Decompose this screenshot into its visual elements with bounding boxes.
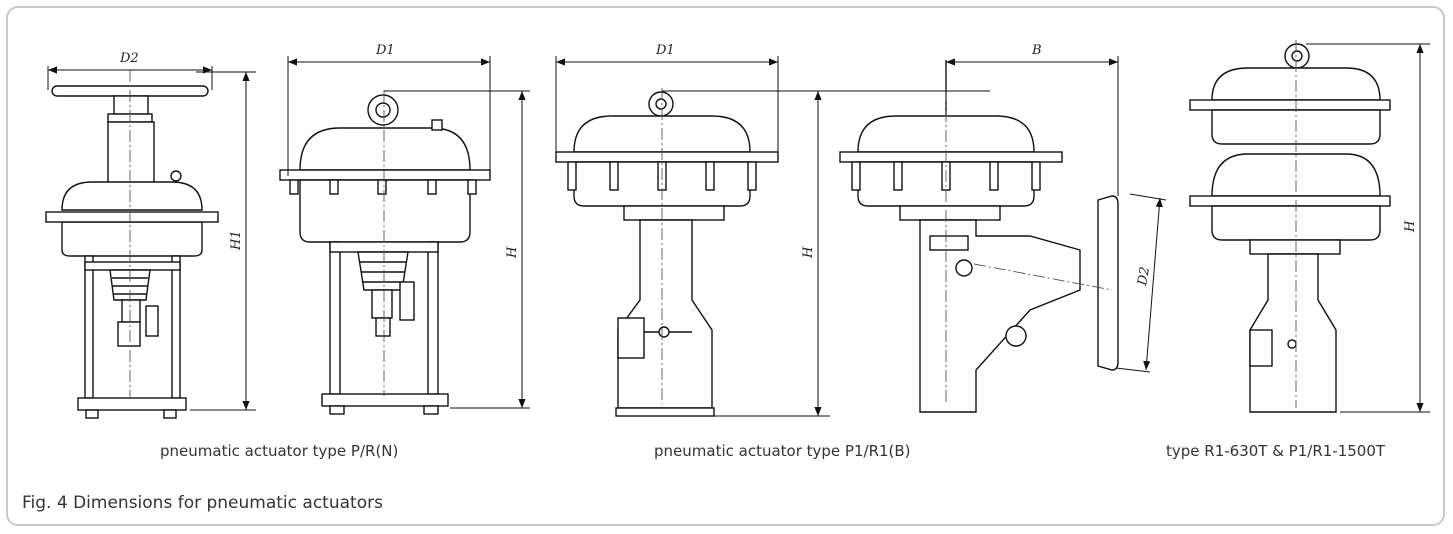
figure-title: Fig. 4 Dimensions for pneumatic actuator… <box>22 493 383 513</box>
actuator-prn <box>279 94 491 415</box>
dim-h1: H1 <box>229 230 244 251</box>
dim-d2-handwheel: D2 <box>119 51 139 66</box>
dim-d2-side: D2 <box>1135 266 1153 288</box>
caption-tandem: type R1-630T & P1/R1-1500T <box>1166 442 1386 460</box>
dim-h-tandem: H <box>1403 220 1418 233</box>
actuator-tandem <box>1189 43 1391 413</box>
actuator-p1r1-side-handwheel <box>839 60 1119 413</box>
dim-h-p1r1: H <box>801 246 816 259</box>
centre-lines <box>129 40 1297 408</box>
dim-b: B <box>1031 43 1042 58</box>
caption-pr-n: pneumatic actuator type P/R(N) <box>160 442 399 460</box>
dim-h-prn: H <box>505 246 520 259</box>
actuator-prn-handwheel <box>45 85 219 419</box>
dim-d1-prn: D1 <box>375 43 395 58</box>
caption-p1r1-b: pneumatic actuator type P1/R1(B) <box>654 442 911 460</box>
actuator-p1r1 <box>555 91 779 417</box>
dimension-lines <box>47 43 1430 417</box>
dim-d1-p1r1: D1 <box>655 43 675 58</box>
